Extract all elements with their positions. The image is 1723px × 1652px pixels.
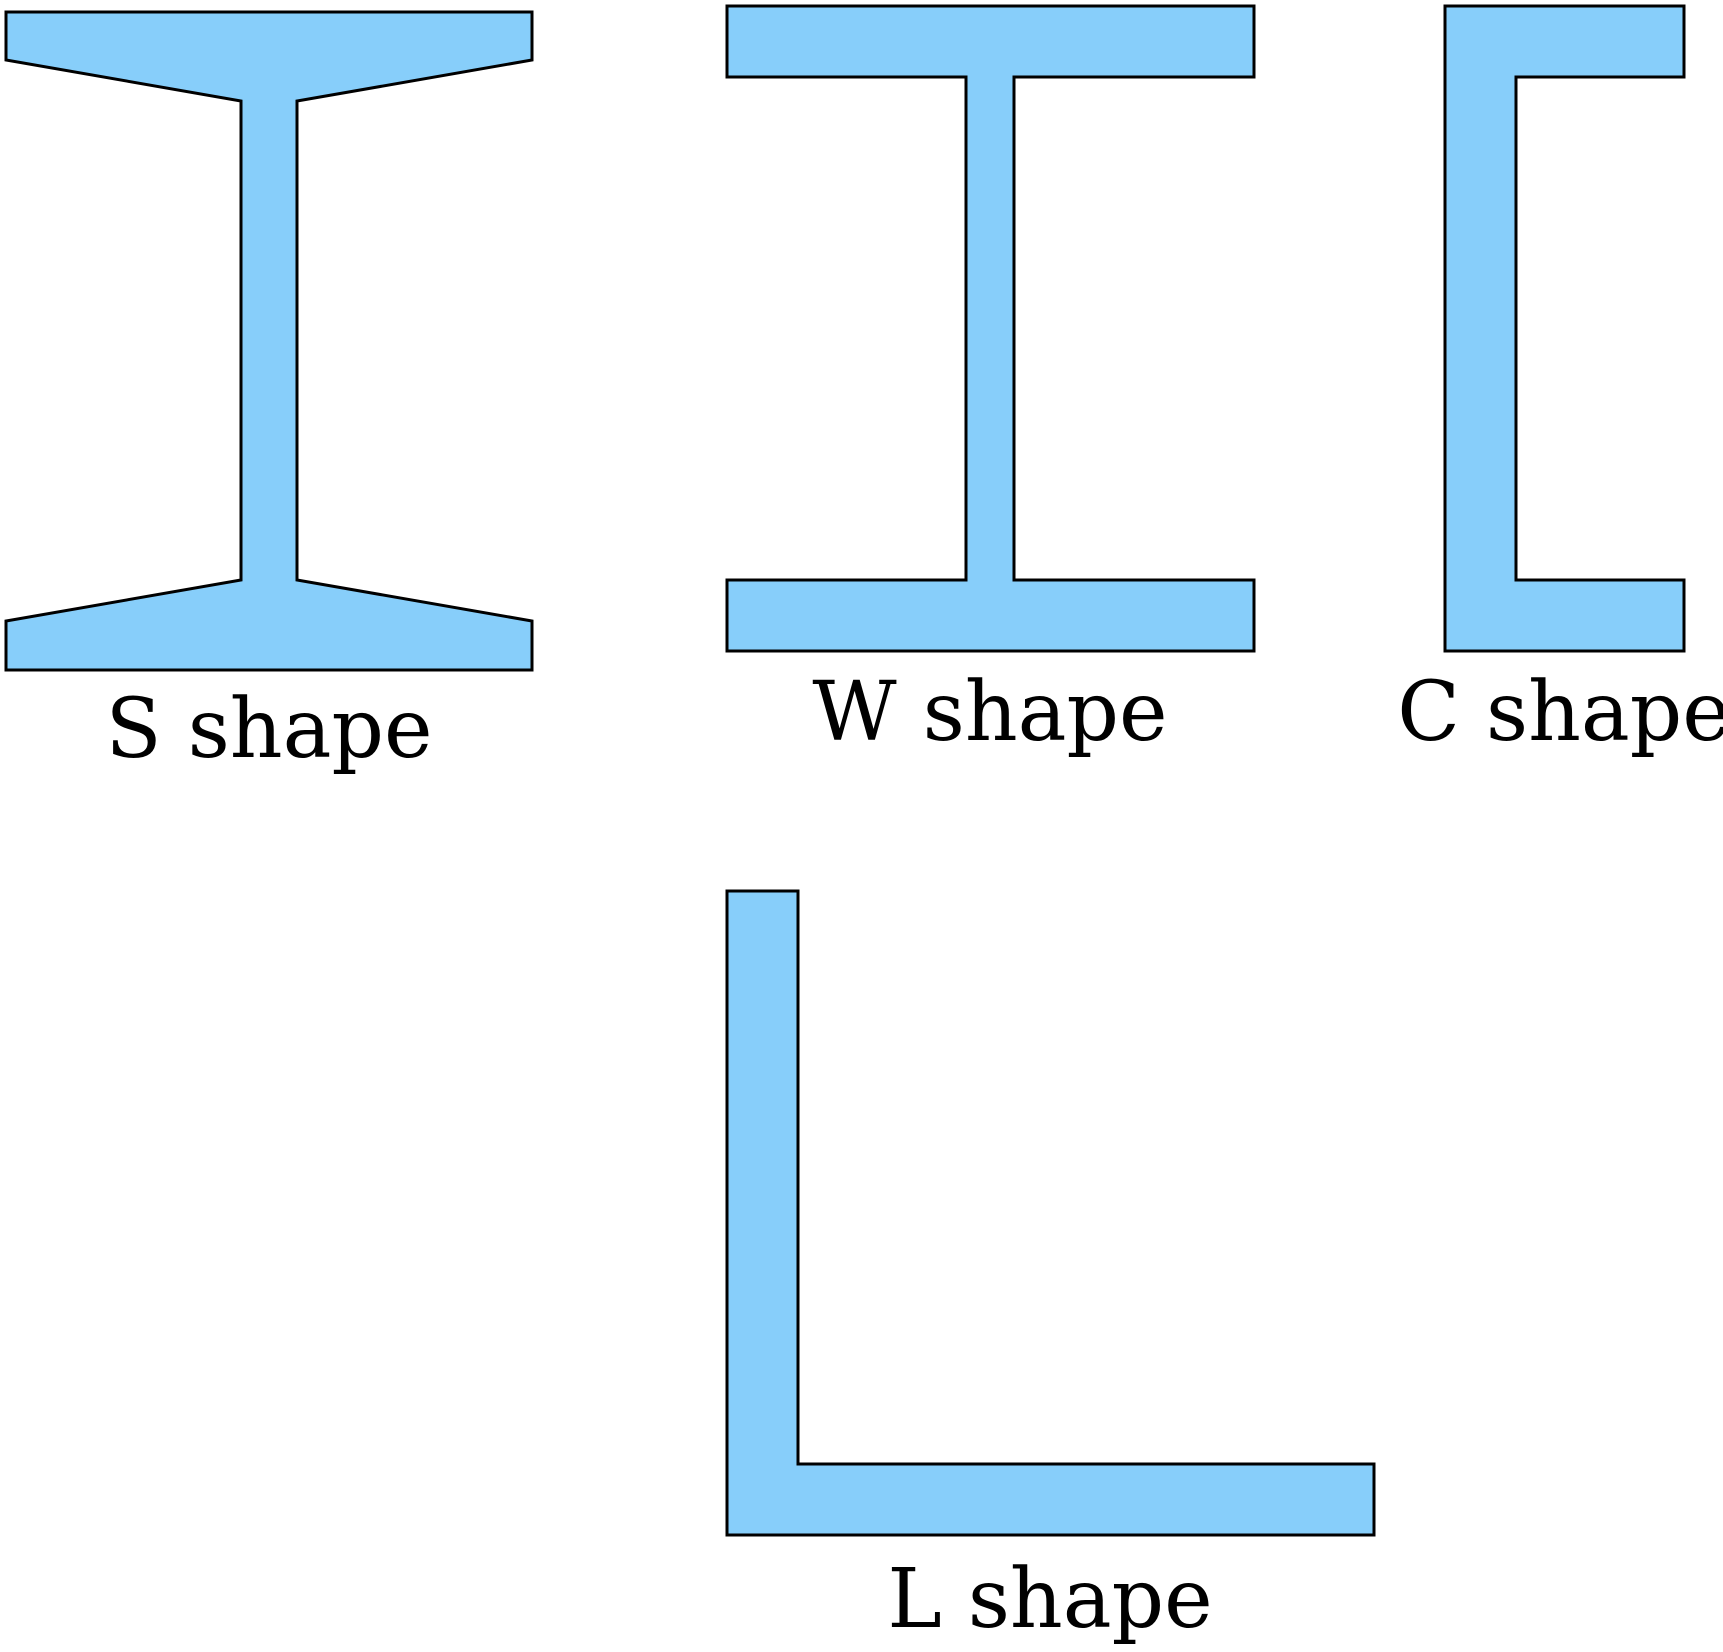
s-shape-group: S shape [4,10,534,777]
c-shape-label: C shape [1397,665,1723,760]
l-shape-label: L shape [887,1552,1212,1647]
w-shape-profile [725,4,1256,653]
l-shape-profile [725,889,1376,1537]
c-shape-profile [1443,4,1686,653]
s-shape-label: S shape [105,682,432,777]
l-shape-group: L shape [725,889,1376,1647]
c-shape-group: C shape [1397,4,1723,760]
w-shape-group: W shape [725,4,1256,760]
s-shape-profile [4,10,534,672]
w-shape-label: W shape [812,665,1167,760]
